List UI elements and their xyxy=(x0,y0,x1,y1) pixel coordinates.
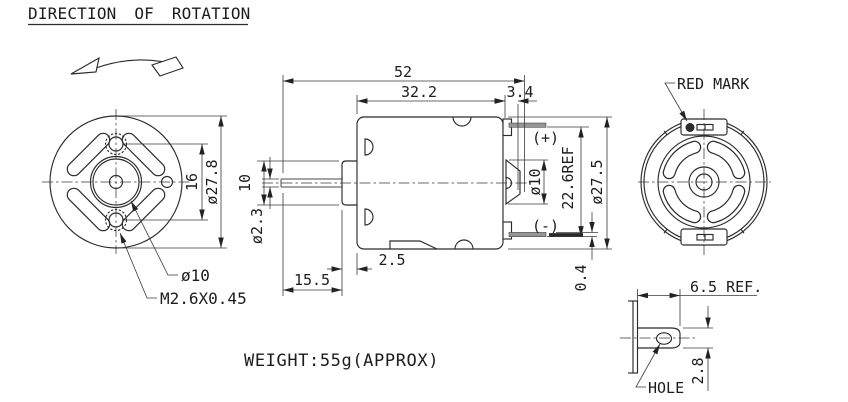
drawing-title-block: DIRECTION OF ROTATION xyxy=(28,4,251,26)
body-vent-bottom xyxy=(364,208,374,226)
dim-front-outer-diameter: ø27.8 xyxy=(203,159,221,204)
rotation-tail-flag xyxy=(151,56,184,77)
body-vent-top xyxy=(364,138,374,156)
body-notch-bottom xyxy=(454,239,474,250)
dim-total-length: 52 xyxy=(394,63,412,81)
dim-rear-length: 3.4 xyxy=(506,83,533,101)
dim-terminal-thickness: 0.4 xyxy=(572,264,590,291)
dim-body-length: 32.2 xyxy=(401,83,437,101)
dim-hole-spacing: 16 xyxy=(183,173,201,191)
label-hole: HOLE xyxy=(648,379,684,397)
body-notch-top xyxy=(452,116,472,127)
rear-crimp-tabs xyxy=(663,130,745,234)
body-bottom-tab xyxy=(389,240,438,250)
detail-flange-plate xyxy=(632,300,639,374)
label-terminal-negative: (-) xyxy=(532,217,559,235)
detail-terminal-hole xyxy=(655,332,673,345)
label-red-mark: RED MARK xyxy=(677,75,749,93)
terminal-tab-negative-end xyxy=(549,233,583,237)
dim-boss-protrusion: 2.5 xyxy=(378,251,405,269)
front-view: 16 ø27.8 ø10 M2.6X0.45 xyxy=(42,109,247,308)
dim-rear-boss-diameter: ø10 xyxy=(526,168,544,195)
label-terminal-positive: (+) xyxy=(532,129,559,147)
weight-note: WEIGHT:55g(APPROX) xyxy=(244,351,439,371)
label-screw-thread: M2.6X0.45 xyxy=(160,289,247,308)
front-vent-slots xyxy=(66,132,166,232)
dim-hole-size: 2.8 xyxy=(689,357,707,384)
terminal-holder-bottom xyxy=(502,221,513,240)
dim-front-boss-diameter: 10 xyxy=(236,174,254,192)
terminal-tab-positive xyxy=(508,122,547,128)
rear-bearing-boss xyxy=(505,158,521,206)
motor-shaft xyxy=(280,178,342,188)
terminal-detail-view: 6.5 REF. 2.8 HOLE xyxy=(620,278,762,397)
rear-view: RED MARK xyxy=(638,75,771,255)
dim-shaft-length: 15.5 xyxy=(294,271,330,289)
dim-shaft-diameter: ø2.3 xyxy=(248,208,266,244)
dim-body-diameter: ø27.5 xyxy=(588,159,606,204)
rotation-direction-arrow xyxy=(70,56,184,77)
label-boss-diameter: ø10 xyxy=(181,266,210,285)
dim-tab-length: 6.5 REF. xyxy=(690,278,762,296)
side-view: 52 32.2 3.4 10 ø2.3 2.5 15.5 (+) (-) xyxy=(236,63,612,296)
drawing-title: DIRECTION OF ROTATION xyxy=(28,4,251,23)
rear-vent-slots xyxy=(662,140,746,224)
terminal-tab-negative xyxy=(508,232,547,237)
red-mark-dot xyxy=(685,123,695,132)
dim-terminal-span: 22.6REF xyxy=(559,146,577,209)
rotation-arrowhead-icon xyxy=(70,56,100,75)
